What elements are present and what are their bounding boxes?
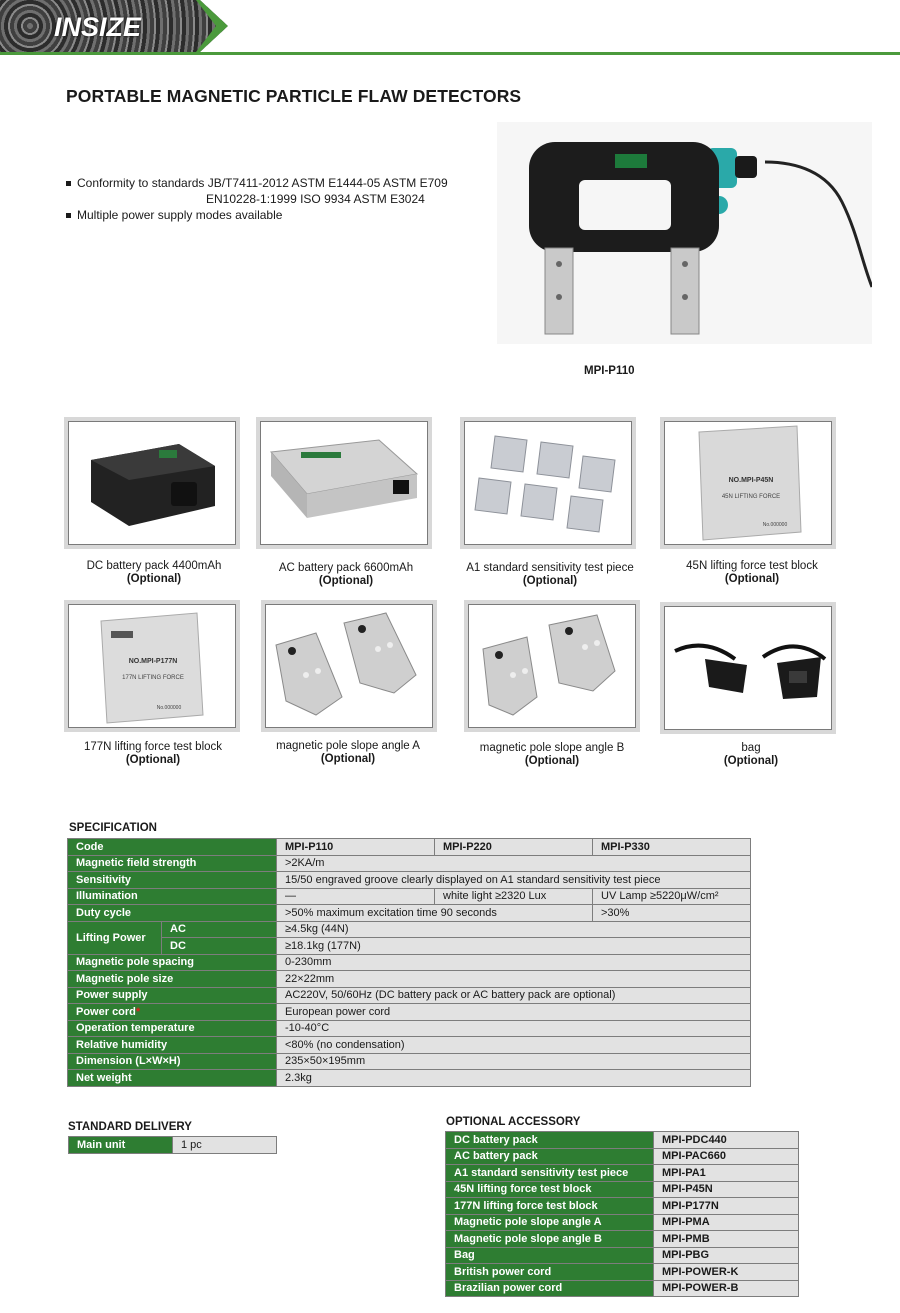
spec-row-pole-size: Magnetic pole size 22×22mm	[67, 970, 751, 988]
accessory-card-pole-angle-a	[261, 600, 437, 732]
spec-row-op-temp: Operation temperature -10-40°C	[67, 1019, 751, 1037]
spec-row-sensitivity: Sensitivity 15/50 engraved groove clearl…	[67, 871, 751, 889]
spec-row-pole-spacing: Magnetic pole spacing 0-230mm	[67, 953, 751, 971]
spec-row-power-cord: Power cord* European power cord	[67, 1003, 751, 1021]
standard-delivery-title: STANDARD DELIVERY	[68, 1121, 192, 1133]
accessory-card-dc-battery	[64, 417, 240, 549]
spec-title: SPECIFICATION	[69, 822, 157, 834]
accessory-card-pole-angle-b	[464, 600, 640, 732]
brand-logo: INSIZE	[54, 12, 142, 42]
caption-a1-test-piece: A1 standard sensitivity test piece (Opti…	[466, 562, 634, 587]
177n-block-label-c: No.000000	[157, 705, 182, 711]
spec-row-lifting-ac: Lifting Power AC ≥4.5kg (44N)	[67, 920, 751, 955]
177n-block-label-a: NO.MPI-P177N	[129, 658, 178, 665]
caption-177n-block: 177N lifting force test block (Optional)	[83, 741, 223, 766]
feature-item-standards: Conformity to standards JB/T7411-2012 AS…	[66, 175, 448, 191]
caption-45n-block: 45N lifting force test block (Optional)	[686, 560, 818, 585]
accessory-card-45n-block: NO.MPI-P45N 45N LIFTING FORCE No.000000	[660, 417, 836, 549]
page-title: PORTABLE MAGNETIC PARTICLE FLAW DETECTOR…	[66, 86, 522, 106]
specification-table: Code MPI-P110 MPI-P220 MPI-P330 Magnetic…	[67, 838, 751, 1087]
spec-row-power-supply: Power supply AC220V, 50/60Hz (DC battery…	[67, 986, 751, 1004]
pole-angle-b-image	[482, 614, 616, 716]
main-product-photo	[497, 122, 874, 344]
power-cord-asterisk: *	[135, 1005, 141, 1018]
45n-block-label-b: 45N LIFTING FORCE	[722, 494, 780, 500]
dc-battery-pack-image	[91, 444, 215, 526]
45n-block-label-c: No.000000	[763, 522, 788, 528]
pole-angle-a-image	[275, 612, 417, 716]
main-product-caption: MPI-P110	[584, 365, 635, 377]
ac-battery-pack-image	[270, 439, 419, 518]
caption-dc-battery: DC battery pack 4400mAh (Optional)	[86, 560, 222, 585]
feature-item-power: Multiple power supply modes available	[66, 207, 448, 223]
standard-delivery-table: Main unit 1 pc	[68, 1136, 277, 1154]
spec-row-field-strength: Magnetic field strength >2KA/m	[67, 854, 751, 872]
feature-item-standards-cont: EN10228-1:1999 ISO 9934 ASTM E3024	[206, 192, 425, 206]
spec-row-lifting-dc: DC ≥18.1kg (177N)	[68, 937, 751, 955]
optional-accessory-title: OPTIONAL ACCESSORY	[446, 1116, 581, 1128]
standard-delivery-row: Main unit 1 pc	[68, 1136, 277, 1154]
feature-list: Conformity to standards JB/T7411-2012 AS…	[66, 175, 448, 223]
177n-block-image: NO.MPI-P177N 177N LIFTING FORCE No.00000…	[100, 612, 204, 724]
177n-block-label-b: 177N LIFTING FORCE	[122, 675, 184, 681]
accessory-card-ac-battery	[256, 417, 432, 549]
caption-ac-battery: AC battery pack 6600mAh (Optional)	[278, 562, 414, 587]
spec-row-humidity: Relative humidity <80% (no condensation)	[67, 1036, 751, 1054]
page-header: INSIZE	[0, 0, 900, 55]
caption-pole-angle-b: magnetic pole slope angle B (Optional)	[479, 742, 625, 767]
spec-row-code: Code MPI-P110 MPI-P220 MPI-P330	[67, 838, 751, 856]
caption-bag: bag (Optional)	[723, 742, 779, 767]
header-divider	[0, 52, 900, 55]
spec-row-net-weight: Net weight 2.3kg	[67, 1069, 751, 1087]
spec-row-illumination: Illumination — white light ≥2320 Lux UV …	[67, 887, 751, 905]
45n-block-image: NO.MPI-P45N 45N LIFTING FORCE No.000000	[698, 425, 802, 541]
banner-arrow	[196, 0, 228, 52]
spec-row-duty-cycle: Duty cycle >50% maximum excitation time …	[67, 904, 751, 922]
accessory-card-177n-block: NO.MPI-P177N 177N LIFTING FORCE No.00000…	[64, 600, 240, 732]
caption-pole-angle-a: magnetic pole slope angle A (Optional)	[276, 740, 420, 765]
45n-block-label-a: NO.MPI-P45N	[729, 477, 774, 484]
spec-row-dimension: Dimension (L×W×H) 235×50×195mm	[67, 1052, 751, 1070]
flaw-detector-image	[529, 142, 874, 335]
a1-test-piece-image	[474, 435, 616, 533]
bag-image	[674, 643, 827, 699]
accessory-card-a1-test-piece	[460, 417, 636, 549]
accessory-card-bag	[660, 602, 836, 734]
